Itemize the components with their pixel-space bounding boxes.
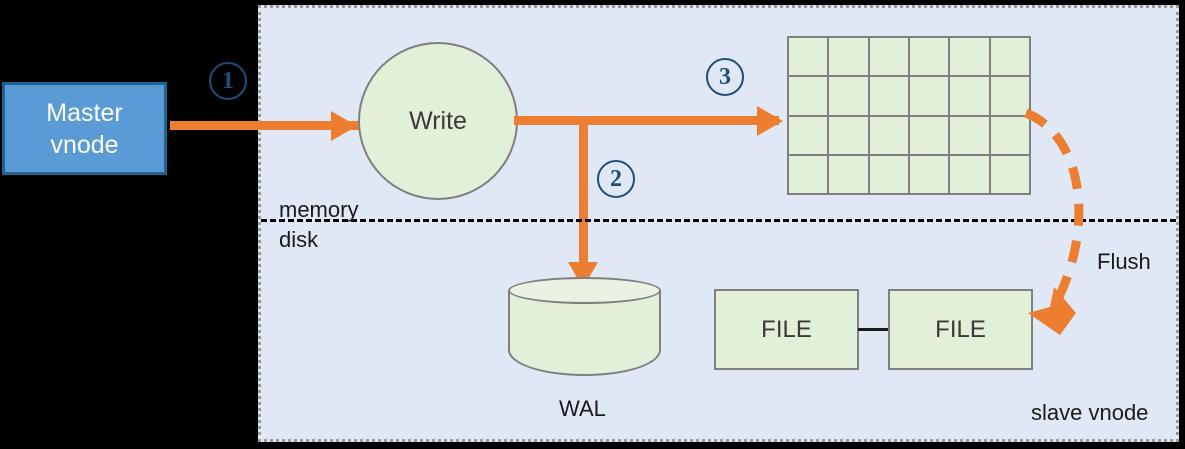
write-node[interactable]: Write <box>358 42 518 200</box>
master-vnode-label-line2: vnode <box>50 130 119 159</box>
wal-cylinder <box>508 277 661 376</box>
grid-cell <box>869 77 908 115</box>
file-box-1-label: FILE <box>761 315 812 343</box>
write-node-label: Write <box>409 106 467 135</box>
grid-cell <box>990 38 1029 76</box>
file-connector-line <box>858 328 889 331</box>
grid-cell <box>789 116 828 154</box>
grid-cell <box>909 38 949 76</box>
grid-cell <box>829 77 868 115</box>
arrow-write-to-wal-line <box>579 121 588 287</box>
grid-cell <box>990 155 1029 193</box>
memory-label: memory <box>279 197 359 222</box>
grid-cell <box>829 38 868 76</box>
grid-cell <box>869 155 908 193</box>
arrow-write-to-memgrid-line <box>514 116 779 125</box>
flush-arrow-icon <box>1024 108 1084 335</box>
master-vnode-box[interactable]: Master vnode <box>2 82 167 175</box>
grid-cell <box>950 38 989 76</box>
flush-label: Flush <box>1097 249 1151 274</box>
wal-cylinder-top <box>508 277 661 304</box>
wal-label: WAL <box>559 396 606 421</box>
grid-cell <box>829 155 868 193</box>
arrow-master-to-write-head <box>331 111 357 141</box>
arrow-master-to-write-line <box>170 121 365 130</box>
grid-cell <box>869 116 908 154</box>
file-box-1[interactable]: FILE <box>714 289 859 370</box>
wal-cylinder-body <box>508 290 661 376</box>
master-vnode-label-line1: Master <box>46 98 123 127</box>
disk-label: disk <box>279 227 319 252</box>
slave-vnode-label: slave vnode <box>1031 400 1149 425</box>
grid-cell <box>909 116 949 154</box>
file-box-2[interactable]: FILE <box>888 289 1033 370</box>
grid-cell <box>829 116 868 154</box>
grid-cell <box>789 155 828 193</box>
file-box-2-label: FILE <box>935 315 986 343</box>
step-3-badge: 3 <box>706 58 744 96</box>
grid-cell <box>990 77 1029 115</box>
grid-cell <box>990 116 1029 154</box>
grid-cell <box>950 77 989 115</box>
grid-cell <box>789 38 828 76</box>
arrow-write-to-memgrid-head <box>757 106 783 136</box>
grid-cell <box>789 77 828 115</box>
memory-disk-divider <box>261 219 1176 222</box>
grid-cell <box>869 38 908 76</box>
grid-cell <box>909 155 949 193</box>
grid-cell <box>950 116 989 154</box>
memory-table-grid <box>787 36 1031 195</box>
grid-cell <box>909 77 949 115</box>
grid-cell <box>950 155 989 193</box>
step-1-badge: 1 <box>209 62 247 100</box>
step-2-badge: 2 <box>597 160 635 198</box>
